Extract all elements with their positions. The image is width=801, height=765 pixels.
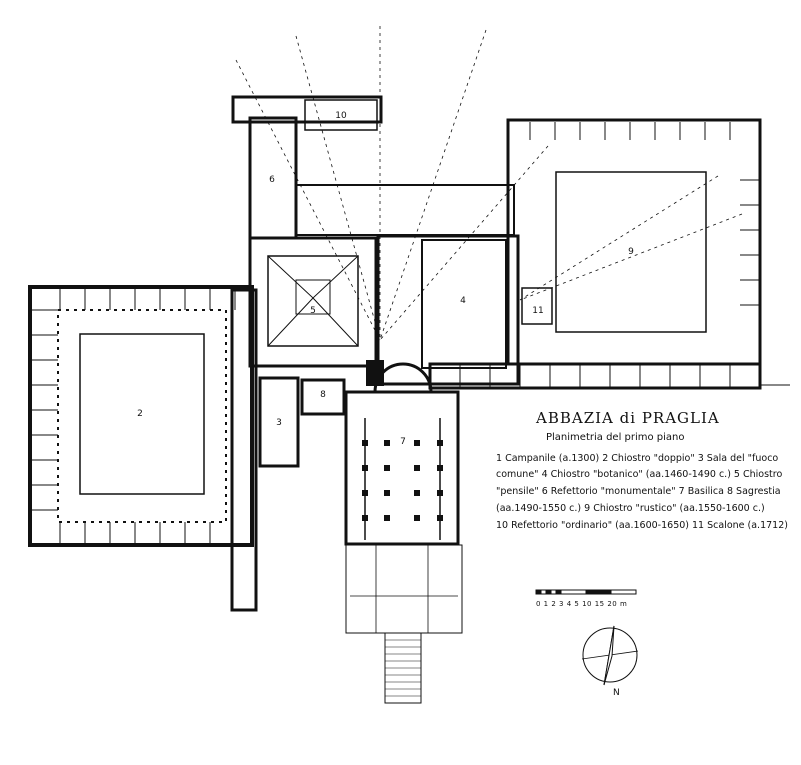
room-label-11: 11 xyxy=(532,306,544,316)
chiostro-doppio-outer xyxy=(28,285,254,547)
west-wing xyxy=(230,288,258,612)
basilica-piers xyxy=(362,360,443,521)
forecourt xyxy=(345,544,463,634)
legend-title: ABBAZIA di PRAGLIA xyxy=(536,409,720,427)
sight-lines xyxy=(235,26,743,341)
chiostro-doppio-ring xyxy=(57,309,227,523)
sagrestia xyxy=(300,378,346,416)
legend-line: 10 Refettorio "ordinario" (aa.1600-1650)… xyxy=(496,520,788,531)
legend-line: (aa.1490-1550 c.) 9 Chiostro "rustico" (… xyxy=(496,503,765,514)
room-label-3: 3 xyxy=(276,418,282,428)
room-label-7: 7 xyxy=(400,437,406,447)
chiostro-rustico-court xyxy=(555,171,707,333)
legend-line: "pensile" 6 Refettorio "monumentale" 7 B… xyxy=(496,486,781,497)
north-label: N xyxy=(613,688,620,698)
north-arrow-icon xyxy=(581,625,639,686)
chiostro-botanico-outer xyxy=(376,234,520,386)
room-label-2: 2 xyxy=(137,409,143,419)
refettorio-ordinario xyxy=(231,95,383,124)
left-cells xyxy=(30,287,236,545)
scale-bar xyxy=(535,589,637,595)
room-label-9: 9 xyxy=(628,247,634,257)
legend-subtitle: Planimetria del primo piano xyxy=(546,432,685,443)
chiostro-pensile-outer xyxy=(248,236,378,368)
basilica xyxy=(344,390,460,546)
room-label-6: 6 xyxy=(269,175,275,185)
room-label-8: 8 xyxy=(320,390,326,400)
chiostro-botanico-court xyxy=(421,239,507,369)
chiostro-doppio-court xyxy=(79,333,205,495)
legend-line: 1 Campanile (a.1300) 2 Chiostro "doppio"… xyxy=(496,453,779,464)
legend-line: comune" 4 Chiostro "botanico" (aa.1460-1… xyxy=(496,469,783,480)
sala-fuoco-comune xyxy=(258,376,300,468)
room-label-5: 5 xyxy=(310,306,316,316)
room-label-10: 10 xyxy=(335,111,347,121)
chiostro-pensile-inner xyxy=(267,255,359,347)
scale-bar-labels: 0 1 2 3 4 5 10 15 20 m xyxy=(536,600,628,608)
east-wing-south xyxy=(428,362,762,390)
scalone xyxy=(521,287,553,325)
chiostro-rustico-outer xyxy=(506,118,762,366)
room-label-4: 4 xyxy=(460,296,466,306)
